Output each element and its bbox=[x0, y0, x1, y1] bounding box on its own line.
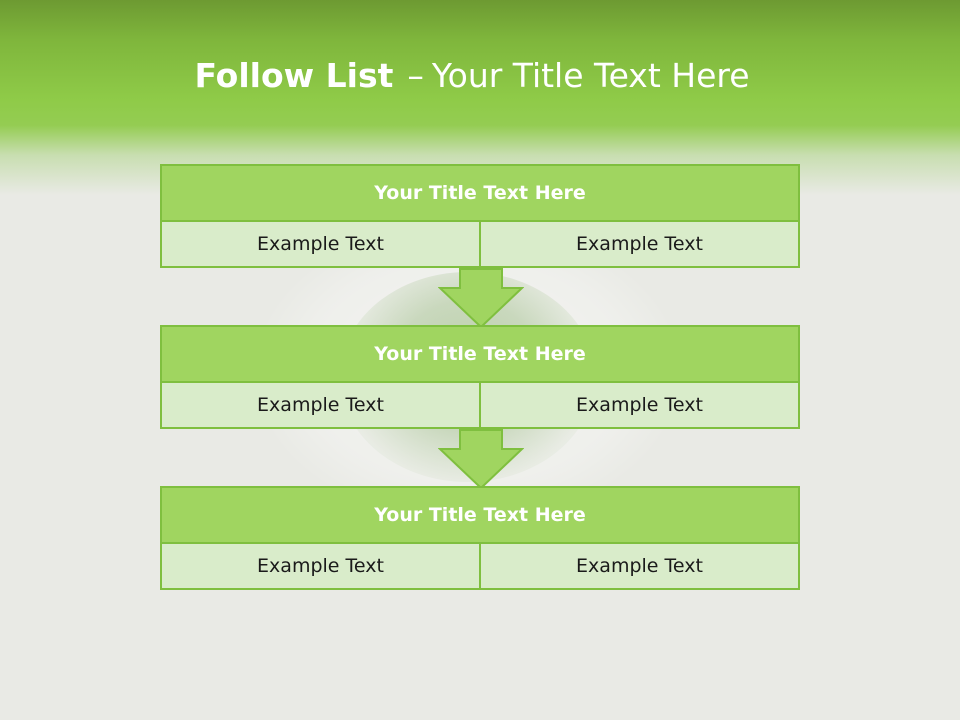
step-box-3: Your Title Text Here Example Text Exampl… bbox=[160, 486, 800, 590]
step-title: Your Title Text Here bbox=[162, 327, 798, 381]
title-separator: – bbox=[407, 56, 424, 95]
down-arrow-icon bbox=[438, 429, 524, 489]
step-cell-left: Example Text bbox=[162, 544, 479, 588]
step-cell-left: Example Text bbox=[162, 383, 479, 427]
step-cell-right: Example Text bbox=[481, 383, 798, 427]
step-cell-left: Example Text bbox=[162, 222, 479, 266]
step-title: Your Title Text Here bbox=[162, 488, 798, 542]
step-box-2: Your Title Text Here Example Text Exampl… bbox=[160, 325, 800, 429]
down-arrow-icon bbox=[438, 268, 524, 328]
step-title: Your Title Text Here bbox=[162, 166, 798, 220]
title-bold: Follow List bbox=[194, 56, 394, 95]
title-rest: Your Title Text Here bbox=[431, 56, 750, 95]
slide-title: Follow List–Your Title Text Here bbox=[0, 52, 944, 100]
step-box-1: Your Title Text Here Example Text Exampl… bbox=[160, 164, 800, 268]
step-cell-right: Example Text bbox=[481, 544, 798, 588]
step-cell-right: Example Text bbox=[481, 222, 798, 266]
